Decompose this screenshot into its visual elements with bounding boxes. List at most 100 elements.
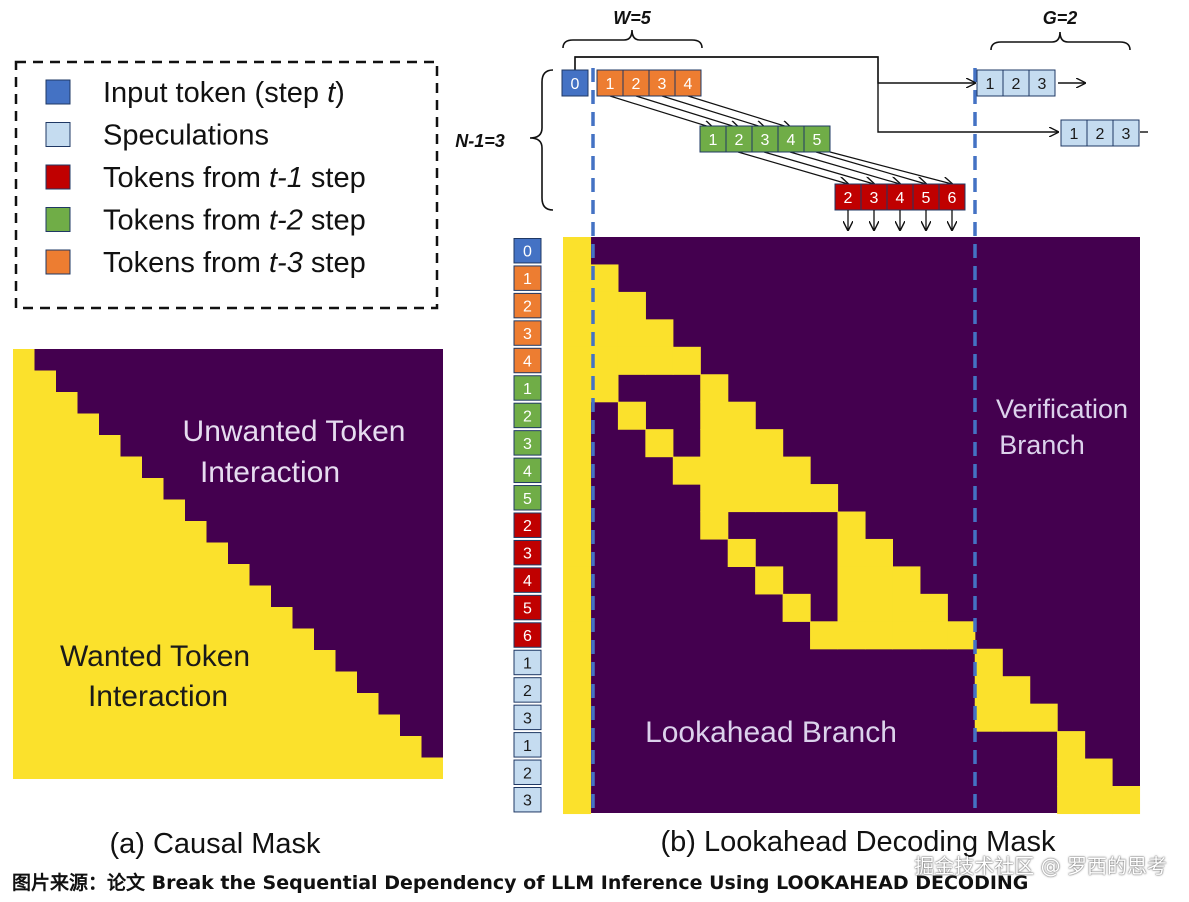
row-token-box: [513, 512, 542, 538]
mask-cell-allowed: [755, 456, 784, 485]
mask-cell-allowed: [727, 538, 756, 567]
row-token-box: [513, 649, 542, 676]
row-token-label: 2: [523, 683, 532, 700]
verification-label-line1: Verification: [996, 394, 1128, 424]
legend-label: Speculations: [103, 120, 269, 152]
orange-token-box: [622, 69, 650, 97]
spec-token-box: [1060, 119, 1088, 147]
green-token-box-label: 2: [735, 132, 744, 149]
legend-swatch: [45, 249, 71, 275]
mask-cell-allowed: [864, 538, 893, 567]
mask-cell-allowed: [810, 484, 839, 513]
mask-cell-allowed: [727, 456, 756, 485]
shift-arrow: [635, 95, 739, 128]
shift-arrow: [829, 151, 952, 184]
green-token-box: [751, 125, 779, 153]
mask-cell-allowed: [1084, 758, 1113, 787]
row-token-label: 5: [523, 601, 532, 618]
row-token-label: 1: [523, 655, 532, 672]
causal-mask-caption: (a) Causal Mask: [109, 828, 321, 860]
spec-token-box: [976, 69, 1004, 97]
row-token-box: [513, 759, 542, 785]
spec-token-box: [1086, 119, 1114, 147]
mask-cell-allowed: [727, 484, 756, 513]
mask-cell-allowed: [563, 429, 592, 458]
mask-cell-allowed: [563, 346, 592, 375]
shift-arrow: [609, 95, 713, 128]
mask-cell-allowed: [700, 456, 729, 485]
mask-cell-allowed: [837, 621, 866, 650]
g-brace: [990, 31, 1131, 51]
source-caption: 图片来源：论文 Break the Sequential Dependency …: [12, 872, 1029, 894]
red-token-box-label: 6: [948, 190, 957, 207]
mask-cell-allowed: [919, 621, 948, 650]
red-token-box: [834, 183, 862, 211]
causal-mask: Unwanted Token Interaction Wanted Token …: [13, 349, 443, 860]
shift-arrow: [789, 151, 900, 184]
red-token-box-label: 2: [844, 190, 853, 207]
mask-cell-allowed: [617, 401, 646, 430]
mask-cell-allowed: [1002, 676, 1031, 705]
mask-cell-allowed: [645, 319, 674, 348]
mask-cell-allowed: [1057, 786, 1086, 815]
mask-cell-allowed: [590, 264, 619, 293]
mask-cell-allowed: [892, 566, 921, 595]
row-token-box: [513, 485, 542, 511]
mask-cell-allowed: [1029, 703, 1058, 732]
spec-token-box: [1002, 69, 1030, 97]
mask-cell-allowed: [563, 264, 592, 293]
green-token-box: [803, 125, 831, 153]
mask-cells: [563, 237, 1141, 815]
orange-token-box: [596, 69, 624, 97]
red-token-box-label: 5: [922, 190, 931, 207]
spec-token-box-label: 2: [1096, 126, 1105, 143]
mask-cell-allowed: [590, 374, 619, 403]
shift-arrows-orange-to-green: [609, 95, 791, 128]
row-token-box: [513, 539, 542, 566]
mask-cell-allowed: [919, 593, 948, 622]
mask-cell-allowed: [782, 593, 811, 622]
spec-token-box-label: 3: [1038, 76, 1047, 93]
mask-cell-allowed: [864, 593, 893, 622]
input-token-box: [561, 69, 589, 97]
mask-cell-allowed: [672, 456, 701, 485]
row-token-box: [513, 402, 542, 429]
mask-cell-allowed: [563, 456, 592, 485]
row-token-box: [513, 787, 542, 813]
wanted-label-line2: Interaction: [88, 680, 228, 713]
legend-label: Input token (step t): [103, 77, 345, 109]
spec-token-box-label: 2: [1012, 76, 1021, 93]
mask-cell-allowed: [563, 648, 592, 677]
green-token-box-label: 4: [787, 132, 796, 149]
row-token-box: [513, 430, 542, 456]
lookahead-mask-caption: (b) Lookahead Decoding Mask: [661, 826, 1056, 858]
causal-mask-lower-triangle: [13, 349, 443, 779]
mask-cell-allowed: [782, 484, 811, 513]
spec-token-box-label: 3: [1122, 126, 1131, 143]
green-token-box-label: 1: [709, 132, 718, 149]
row-token-label: 0: [523, 244, 532, 261]
mask-cell-allowed: [947, 621, 976, 650]
red-token-box: [886, 183, 914, 211]
mask-cell-allowed: [563, 538, 592, 567]
mask-cell-allowed: [700, 374, 729, 403]
row-token-box: [513, 347, 542, 374]
mask-cell-allowed: [837, 538, 866, 567]
mask-cell-allowed: [563, 786, 592, 815]
row-token-label: 4: [523, 354, 532, 371]
mask-cell-allowed: [755, 429, 784, 458]
row-token-box: [513, 677, 542, 703]
row-token-box: [513, 320, 542, 346]
row-token-box: [513, 732, 542, 758]
mask-cell-allowed: [1057, 758, 1086, 787]
mask-cell-allowed: [563, 401, 592, 430]
green-token-box-label: 5: [813, 132, 822, 149]
red-token-box-label: 4: [896, 190, 905, 207]
mask-cell-allowed: [645, 346, 674, 375]
mask-cell-allowed: [974, 703, 1003, 732]
w-brace: [562, 29, 703, 49]
orange-token-box-label: 1: [606, 76, 615, 93]
